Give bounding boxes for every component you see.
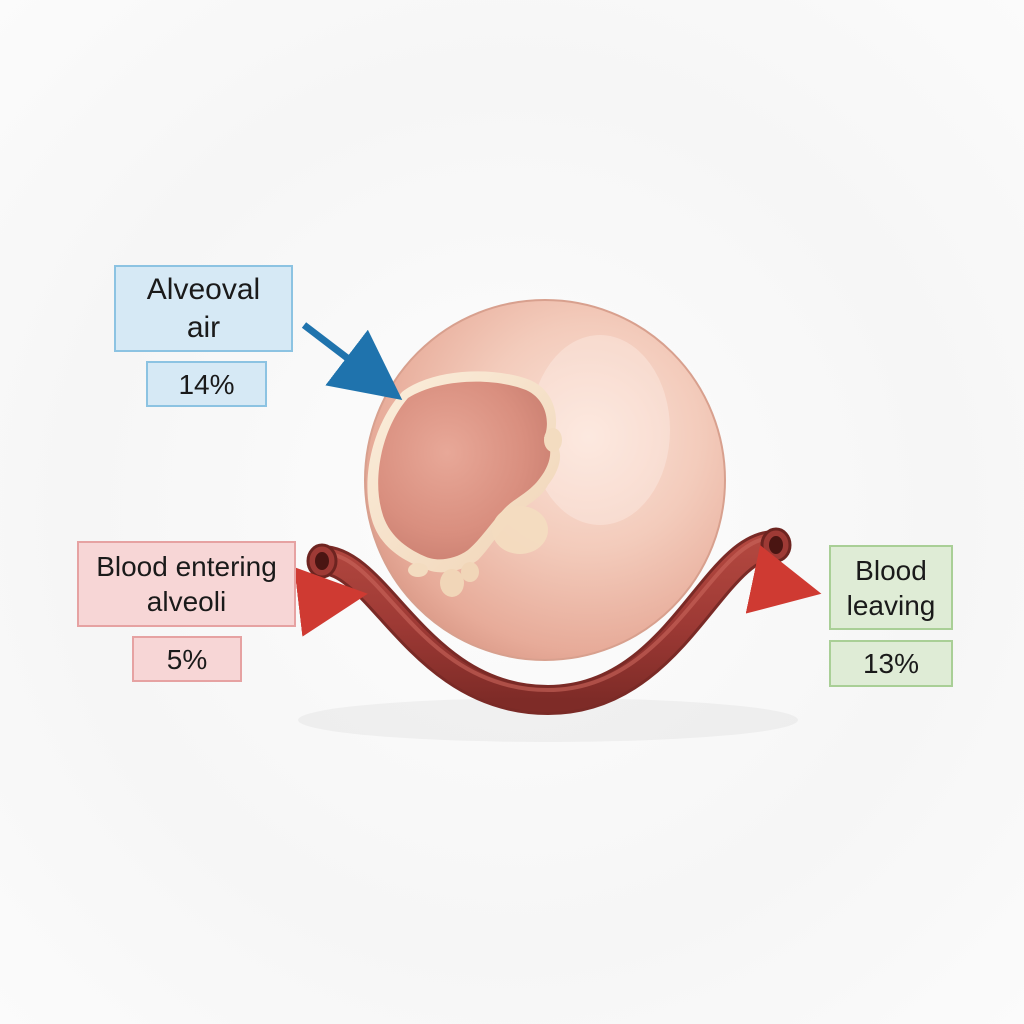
blood-entering-title: Blood entering alveoli	[96, 551, 277, 617]
blood-entering-label: Blood entering alveoli	[77, 541, 296, 627]
ground-shadow	[298, 698, 798, 742]
blood-out-arrow	[745, 545, 822, 614]
blood-leaving-value: 13%	[862, 648, 920, 679]
alveolar-air-value: 14%	[178, 368, 235, 400]
blood-leaving-title: Blood leaving	[846, 554, 936, 621]
alveolar-air-value-box: 14%	[146, 361, 267, 407]
capillary-vessel	[307, 530, 790, 716]
blood-entering-value-box: 5%	[132, 636, 242, 682]
vessel-openings	[306, 527, 792, 579]
alveolar-air-label: Alveoval air	[114, 265, 293, 352]
alveolus-cavity	[367, 371, 562, 597]
blood-entering-value: 5%	[166, 643, 208, 675]
alveolar-air-arrow	[301, 322, 403, 400]
blood-leaving-label: Blood leaving	[829, 545, 953, 630]
alveolar-air-title: Alveoval air	[146, 273, 261, 344]
blood-in-arrow	[294, 567, 368, 637]
blood-leaving-value-box: 13%	[829, 640, 953, 687]
